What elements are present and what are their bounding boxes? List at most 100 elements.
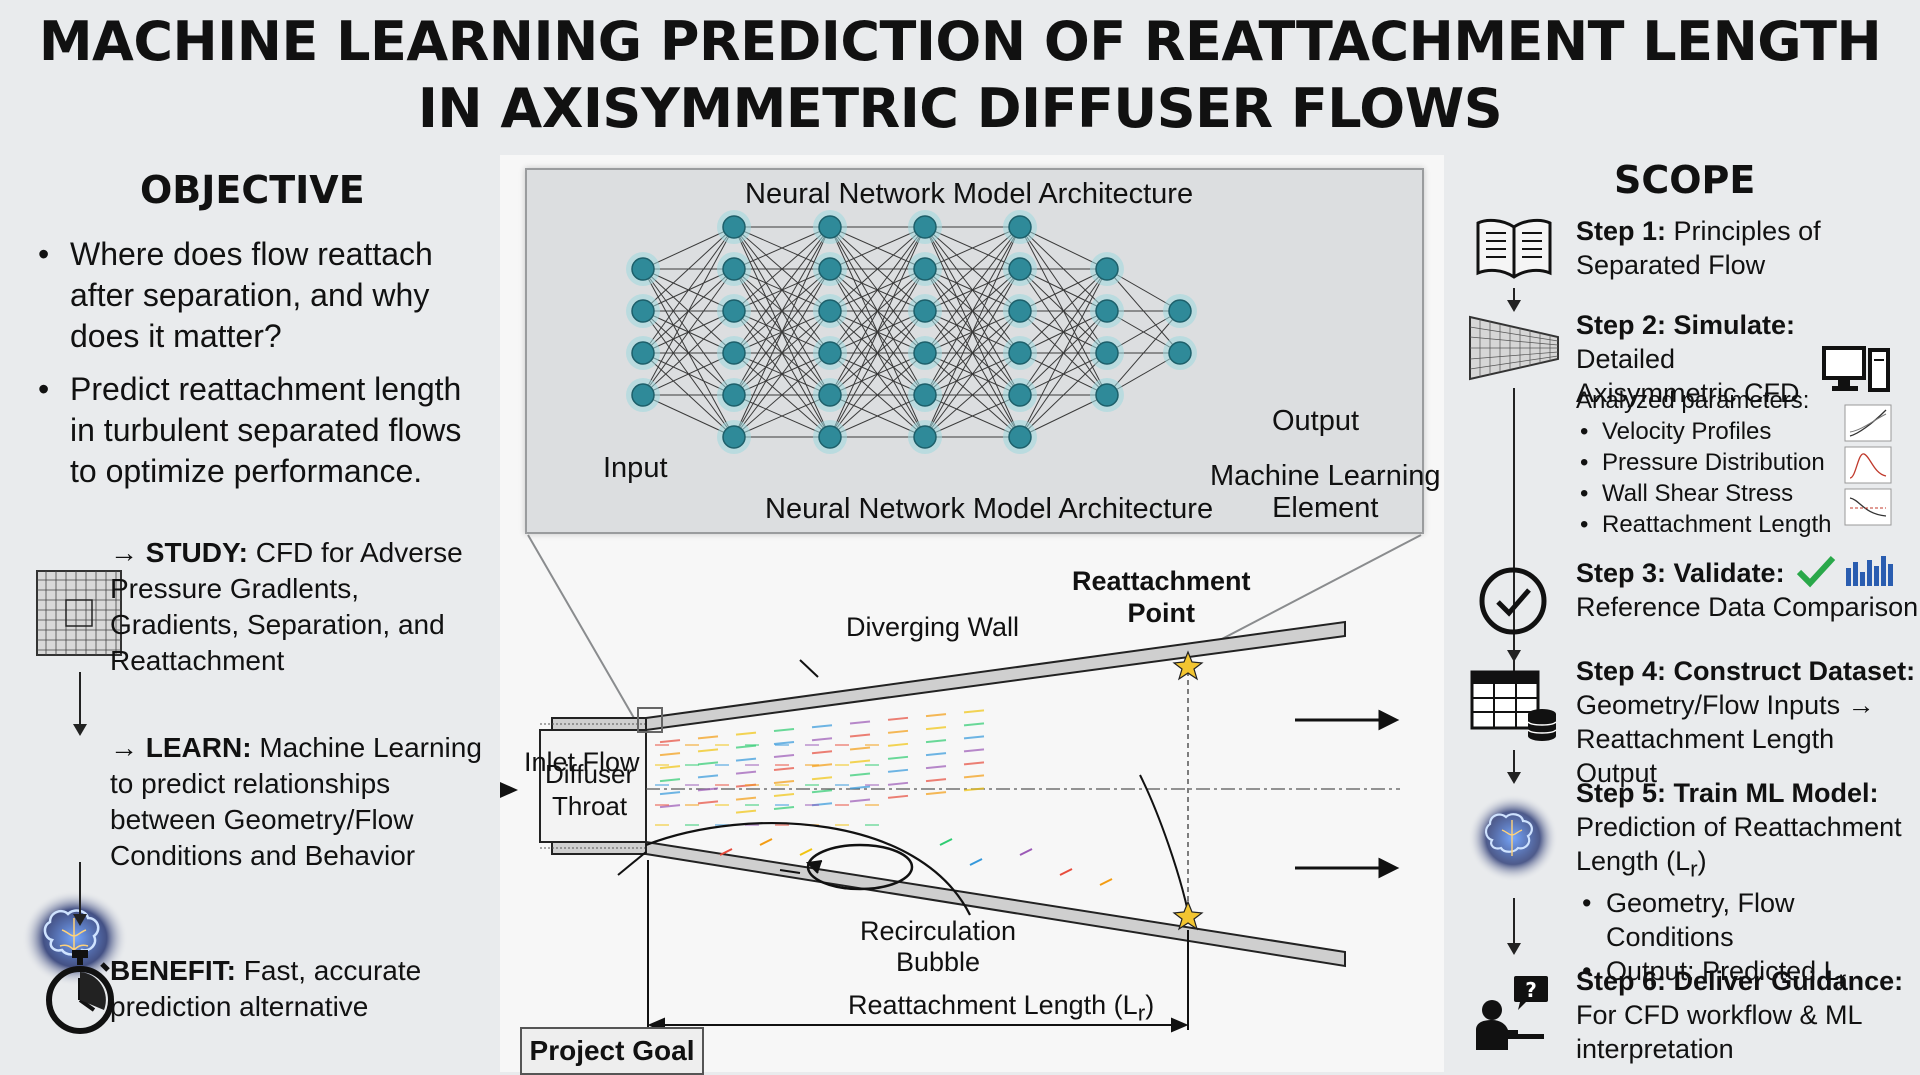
- step-3-label: Step 3: Validate:: [1576, 558, 1785, 588]
- flow-vector: [659, 765, 681, 770]
- stopwatch-icon: [46, 950, 114, 1034]
- flow-vector: [735, 757, 757, 762]
- nn-node: [1168, 341, 1192, 365]
- flow-vector: [811, 737, 833, 742]
- mesh-icon: [1469, 315, 1559, 381]
- nn-connection: [924, 226, 1021, 396]
- nn-node: [818, 215, 842, 239]
- flow-vector: [799, 848, 813, 856]
- green-check-icon: [1796, 555, 1836, 588]
- title-line-1: MACHINE LEARNING PREDICTION OF REATTACHM…: [38, 10, 1882, 73]
- flow-vector: [719, 848, 733, 856]
- flow-vector: [939, 838, 953, 846]
- nn-node: [913, 383, 937, 407]
- nn-node: [1095, 341, 1119, 365]
- flow-vector: [887, 729, 909, 734]
- bar-chart-icon: [1846, 556, 1893, 586]
- scope-step-2: Step 2: Simulate: Detailed Axisymmetric …: [1576, 308, 1816, 410]
- zoom-marker: [637, 707, 663, 733]
- flow-vector: [773, 805, 795, 810]
- flow-vector: [849, 720, 871, 725]
- page-title: MACHINE LEARNING PREDICTION OF REATTACHM…: [0, 8, 1920, 142]
- step-1-label: Step 1:: [1576, 216, 1667, 246]
- stage-learn-text: Machine Learning to predict relationship…: [110, 732, 482, 871]
- flow-arrow: [73, 862, 87, 926]
- nn-node: [1095, 299, 1119, 323]
- book-icon: [1476, 218, 1552, 279]
- nn-node: [818, 257, 842, 281]
- diverging-wall-label: Diverging Wall: [846, 612, 1020, 642]
- step-6-text: For CFD workflow & ML interpretation: [1576, 1000, 1862, 1064]
- scope-step-3: Step 3: Validate: Reference Data Compari…: [1576, 556, 1920, 624]
- flow-vector: [659, 791, 681, 796]
- nn-connection: [1019, 268, 1108, 396]
- nn-node: [631, 299, 655, 323]
- nn-connection: [829, 226, 926, 396]
- flow-vector: [735, 731, 757, 736]
- nn-connection: [733, 226, 831, 396]
- recirc-pointer: [779, 869, 801, 874]
- step-4-text: Geometry/Flow Inputs → Reattachment Leng…: [1576, 690, 1875, 788]
- nn-connection: [829, 352, 926, 438]
- step-5-label: Step 5: Train ML Model:: [1576, 778, 1879, 808]
- objective-bullet-1: Where does flow reattach after separatio…: [38, 234, 478, 357]
- scope-step-6: Step 6: Deliver Guidance: For CFD workfl…: [1576, 964, 1916, 1066]
- nn-connection: [733, 226, 831, 312]
- reattachment-length-dimension: [647, 860, 1189, 1033]
- flow-vector: [659, 739, 681, 744]
- stage-benefit-text: Fast, accurate prediction alternative: [110, 955, 422, 1022]
- scope-step-1: Step 1: Principles of Separated Flow: [1576, 214, 1916, 282]
- velocity-profile-graph-icon: [1844, 404, 1892, 442]
- wall-shear-graph-icon: [1844, 488, 1892, 526]
- nn-connection: [829, 226, 926, 270]
- flow-arrow: [1507, 750, 1521, 784]
- flow-vector: [697, 787, 719, 792]
- diffuser-throat-box: [539, 729, 647, 843]
- reattachment-length-label: Reattachment Length (Lr): [848, 990, 1155, 1026]
- reattachment-star-lower: [1172, 900, 1204, 931]
- nn-connection: [733, 394, 831, 438]
- flow-vector: [811, 789, 833, 794]
- nn-connection: [924, 226, 1021, 312]
- flow-vector: [773, 740, 795, 745]
- flow-vector: [811, 750, 833, 755]
- flow-vector: [1019, 848, 1033, 856]
- flow-vector: [659, 752, 681, 757]
- nn-node: [722, 425, 746, 449]
- scope-step-5: Step 5: Train ML Model: Prediction of Re…: [1576, 776, 1916, 997]
- nn-connection: [733, 226, 831, 354]
- nn-node: [631, 257, 655, 281]
- nn-connection: [642, 226, 735, 312]
- flow-vector: [735, 770, 757, 775]
- diffuser-walls: [540, 620, 1346, 968]
- flow-arrow: [1507, 640, 1521, 662]
- project-goal-tab: Project Goal: [520, 1027, 704, 1075]
- outlet-arrows: [1295, 709, 1400, 879]
- flow-vector: [925, 778, 947, 783]
- nn-node: [913, 215, 937, 239]
- flow-vector: [925, 713, 947, 718]
- objective-bullet-2: Predict reattachment length in turbulent…: [38, 369, 478, 492]
- nn-connection: [829, 394, 926, 438]
- brain-icon: [22, 890, 128, 986]
- flow-vector: [773, 779, 795, 784]
- flow-vector: [659, 804, 681, 809]
- nn-node: [1095, 257, 1119, 281]
- flow-vector: [963, 774, 985, 779]
- throat-pointer: [617, 851, 647, 876]
- flow-vector: [887, 755, 909, 760]
- flow-vector: [811, 724, 833, 729]
- flow-vector: [811, 776, 833, 781]
- nn-node: [1008, 425, 1032, 449]
- scope-step-4: Step 4: Construct Dataset: Geometry/Flow…: [1576, 654, 1916, 790]
- flow-vector: [773, 727, 795, 732]
- flow-vector: [963, 787, 985, 792]
- stage-benefit: BENEFIT: Fast, accurate prediction alter…: [110, 953, 495, 1025]
- stage-benefit-label: BENEFIT:: [110, 955, 236, 986]
- flow-vector: [963, 735, 985, 740]
- nn-connection: [1019, 310, 1108, 438]
- nn-connection: [733, 226, 831, 270]
- flow-vector: [849, 798, 871, 803]
- step-5-bullet: Geometry, Flow Conditions: [1582, 886, 1916, 954]
- nn-connection: [1106, 310, 1181, 396]
